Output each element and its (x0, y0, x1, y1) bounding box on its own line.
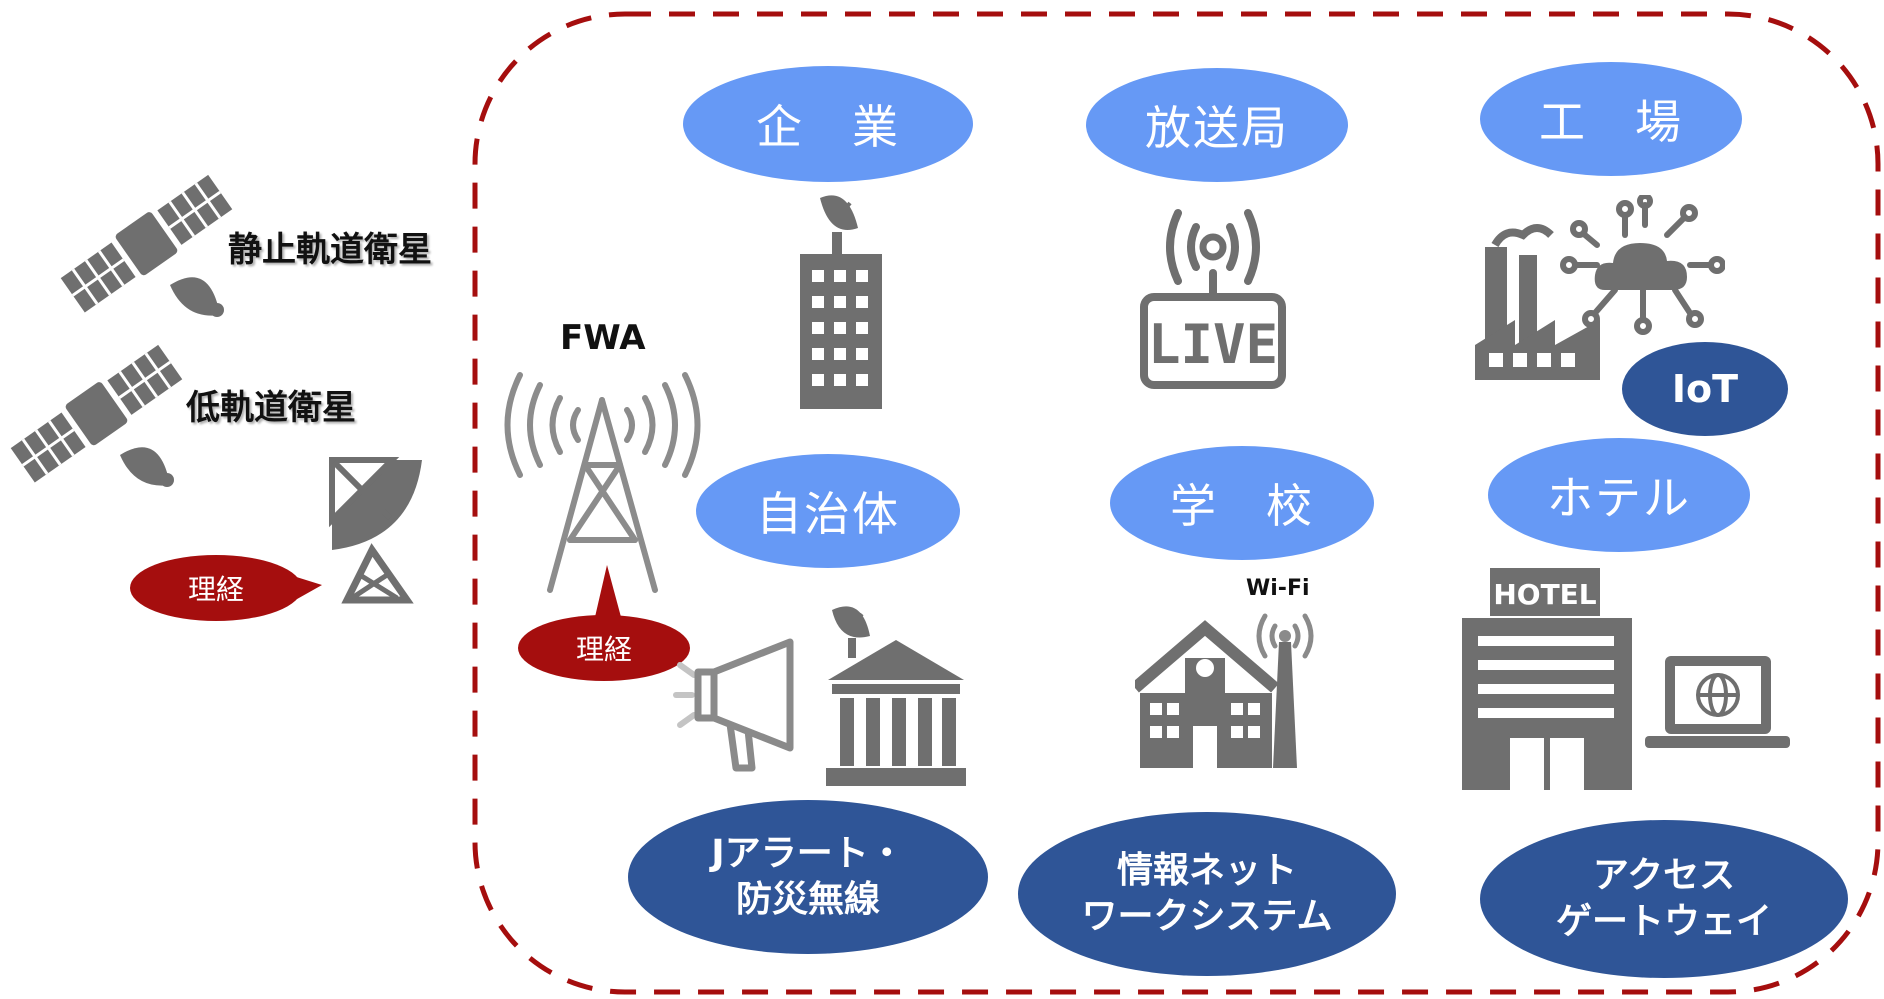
geo-satellite-icon (60, 174, 233, 317)
leo-satellite-icon (10, 344, 183, 487)
iot-badge: IoT (1622, 342, 1788, 436)
live-broadcast-icon: LIVE (1140, 209, 1286, 389)
fwa-bubble-pointer (595, 565, 621, 617)
category-school: 学 校 (1110, 446, 1374, 560)
school-wifi-icon (1135, 613, 1314, 768)
fwa-antenna-tower-icon (504, 372, 701, 593)
government-building-dish-icon (826, 606, 966, 786)
fwa-label: FWA (560, 318, 646, 358)
category-hotel: ホテル (1488, 438, 1750, 552)
geo-satellite-label: 静止軌道衛星 (228, 230, 432, 270)
category-factory: 工 場 (1480, 62, 1742, 176)
wifi-label: Wi-Fi (1246, 576, 1310, 601)
hotel-sign-text: HOTEL (1493, 578, 1596, 611)
fwa-rikei-bubble: 理経 (518, 615, 690, 681)
category-enterprise: 企 業 (683, 66, 973, 182)
hotel-building-icon: HOTEL (1462, 568, 1632, 790)
laptop-globe-icon (1645, 656, 1790, 748)
category-broadcaster: 放送局 (1086, 68, 1348, 182)
ground-station-rikei-bubble: 理経 (130, 555, 302, 621)
factory-iot-icon (1475, 195, 1725, 380)
leo-satellite-label: 低軌道衛星 (186, 388, 356, 428)
category-municipality: 自治体 (696, 454, 960, 568)
live-text: LIVE (1148, 313, 1278, 376)
solution-jalert-disaster-radio: Jアラート・ 防災無線 (628, 800, 988, 954)
solution-access-gateway: アクセス ゲートウェイ (1480, 820, 1848, 978)
megaphone-icon (673, 638, 794, 772)
ground-station-bubble-pointer (290, 575, 322, 603)
enterprise-building-dish-icon (800, 195, 882, 409)
solution-information-network-system: 情報ネット ワークシステム (1018, 812, 1396, 976)
satellite-dish-icon (329, 457, 422, 604)
